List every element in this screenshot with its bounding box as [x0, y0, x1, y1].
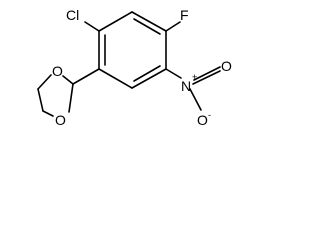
molecule-diagram: Cl F O O N + O O -	[37, 7, 232, 128]
bond-c6-chlorine	[84, 21, 100, 32]
nitro-nitrogen-label: N	[181, 78, 191, 94]
bond-o-top-ch2	[37, 74, 52, 90]
dioxolane-ring	[37, 74, 74, 117]
bond-c5-acetal-c	[72, 68, 100, 85]
nitro-minus-sign: -	[208, 110, 211, 120]
nitro-oxygen-right-label: O	[221, 58, 232, 74]
bond-c2-fluorine	[165, 21, 181, 32]
bond-ch2-ch2	[37, 88, 44, 112]
double-bond-c3-c4-inner	[133, 65, 161, 82]
chlorine-label: Cl	[66, 7, 79, 23]
bond-o-bottom-acetal-c	[68, 83, 74, 113]
bond-acetal-c-o-top	[62, 75, 74, 85]
bond-n-o-right-2	[192, 70, 221, 85]
bond-c1-c2	[131, 11, 167, 32]
bond-c6-c1	[98, 11, 133, 32]
bond-ch2-o-bottom	[42, 110, 54, 117]
ring-oxygen-top-label: O	[52, 63, 63, 79]
double-bond-c1-c2-inner	[133, 18, 161, 35]
bond-c3-nitro-n	[165, 68, 182, 79]
bond-n-o-bottom	[189, 88, 202, 111]
structure-canvas: Cl F O O N + O O -	[0, 0, 249, 141]
benzene-ring	[98, 11, 167, 89]
fluorine-label: F	[180, 7, 189, 23]
bond-c4-c5	[98, 68, 133, 89]
nitro-oxygen-bottom-label: O	[197, 112, 208, 128]
bond-c3-c4	[131, 68, 167, 89]
ring-oxygen-bottom-label: O	[55, 112, 66, 128]
nitro-plus-sign: +	[192, 72, 197, 82]
bond-n-o-right-1	[193, 66, 221, 81]
